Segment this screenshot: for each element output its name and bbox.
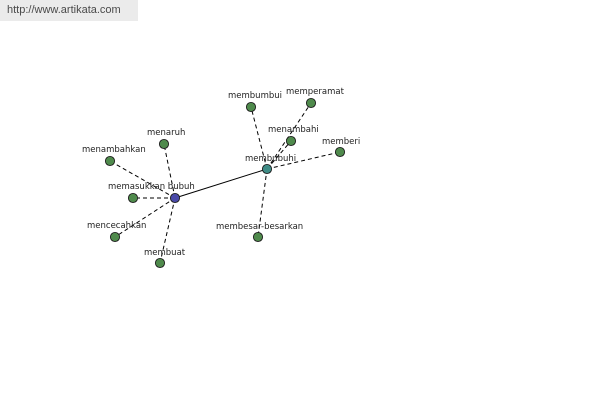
node-mencecahkan[interactable] xyxy=(109,231,121,243)
graph-nodes xyxy=(104,97,346,269)
node-label-menaruh: menaruh xyxy=(147,128,185,138)
graph-edges xyxy=(109,102,341,264)
edge-membubuhi-membumbui xyxy=(250,106,268,170)
node-label-membumbui: membumbui xyxy=(228,91,282,101)
node-label-memperamat: memperamat xyxy=(286,87,345,97)
node-memberi[interactable] xyxy=(334,146,346,158)
node-memasukkan_bubuh[interactable] xyxy=(169,192,181,204)
node-menambahkan[interactable] xyxy=(104,155,116,167)
node-label-memasukkan_bubuh: memasukkan bubuh xyxy=(108,182,195,192)
node-label-membuat: membuat xyxy=(144,248,186,258)
node-label-memberi: memberi xyxy=(322,137,360,147)
edge-membubuhi-menambahi xyxy=(266,140,292,170)
edge-memasukkan_bubuh-membubuhi xyxy=(174,168,268,199)
edge-memasukkan_bubuh-menaruh xyxy=(163,143,176,199)
node-label-membesar_besarkan: membesar-besarkan xyxy=(216,222,303,232)
node-menambahi[interactable] xyxy=(285,135,297,147)
edge-memasukkan_bubuh-mencecahkan xyxy=(114,197,176,238)
node-memperamat[interactable] xyxy=(305,97,317,109)
edge-membubuhi-memberi xyxy=(266,151,341,170)
node-membumbui[interactable] xyxy=(245,101,257,113)
node-label-menambahi: menambahi xyxy=(268,125,319,135)
node-membubuhi[interactable] xyxy=(261,163,273,175)
node-membesar_besarkan[interactable] xyxy=(252,231,264,243)
edge-membubuhi-memperamat xyxy=(266,102,312,170)
edge-memasukkan_bubuh-menambahkan xyxy=(109,160,176,199)
node-memasukkan[interactable] xyxy=(127,192,139,204)
url-banner: http://www.artikata.com xyxy=(0,0,138,21)
node-label-mencecahkan: mencecahkan xyxy=(87,221,146,231)
graph-labels: memasukkan bubuhmembubuhimenaruhmenambah… xyxy=(82,87,360,258)
node-label-membubuhi: membubuhi xyxy=(245,154,296,164)
node-label-menambahkan: menambahkan xyxy=(82,145,146,155)
node-menaruh[interactable] xyxy=(158,138,170,150)
url-text[interactable]: http://www.artikata.com xyxy=(7,4,121,16)
edge-membubuhi-membesar_besarkan xyxy=(257,168,268,238)
node-membuat[interactable] xyxy=(154,257,166,269)
